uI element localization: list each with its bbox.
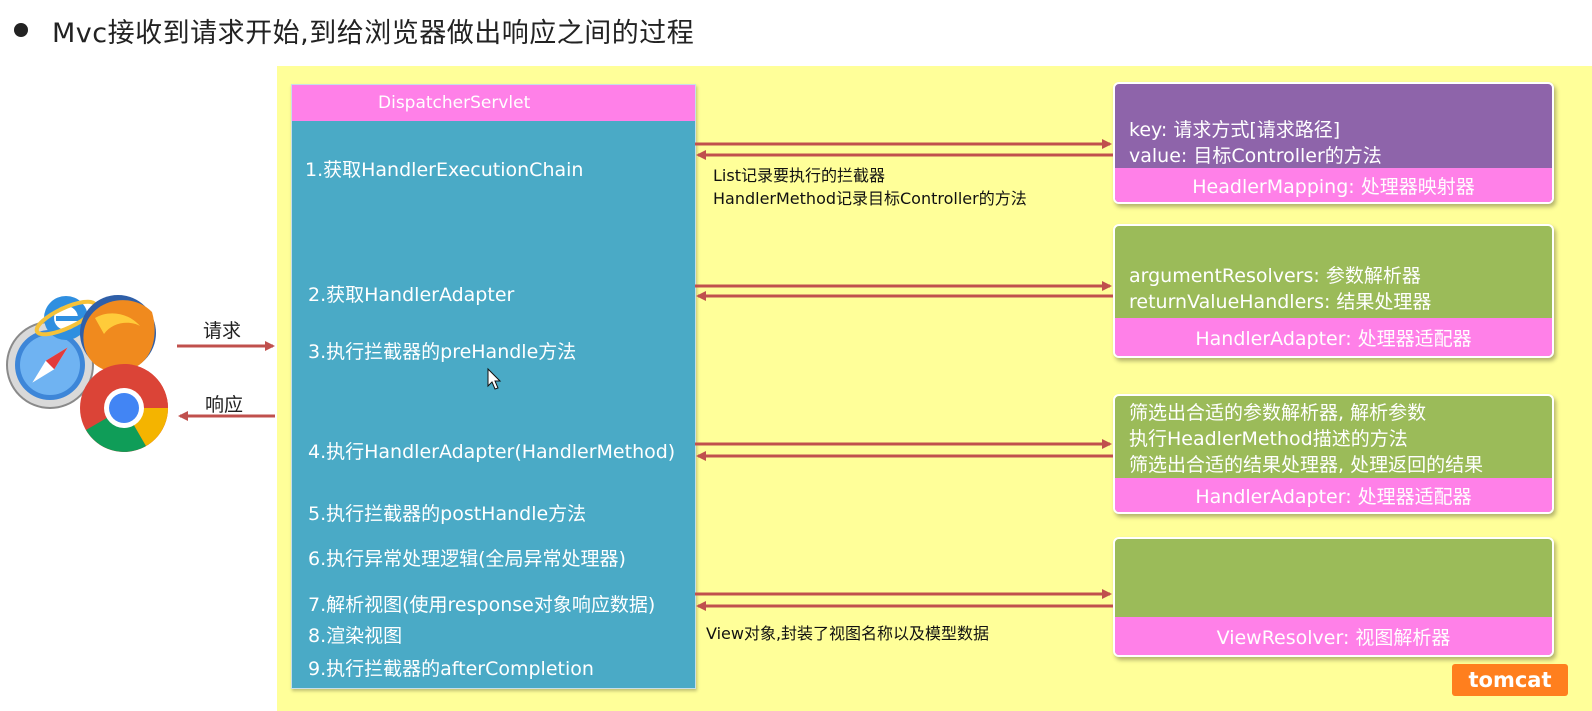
handler-adapter-execute-box: 筛选出合适的参数解析器, 解析参数 执行HeadlerMethod描述的方法 筛… [1113, 394, 1554, 514]
handler-mapping-box: key: 请求方式[请求路径] value: 目标Controller的方法 H… [1113, 82, 1554, 204]
tomcat-watermark: tomcat [1452, 664, 1568, 696]
argument-resolvers-line: argumentResolvers: 参数解析器 [1129, 265, 1421, 287]
chrome-icon [80, 364, 168, 452]
step-8: 8.渲染视图 [308, 625, 403, 647]
chain-note-line-1: List记录要执行的拦截器 [713, 166, 885, 185]
step-4: 4.执行HandlerAdapter(HandlerMethod) [308, 441, 676, 463]
browser-icons [6, 295, 168, 452]
handler-mapping-key: key: 请求方式[请求路径] [1129, 119, 1341, 141]
handler-adapter-label: HandlerAdapter: 处理器适配器 [1115, 318, 1552, 356]
heading-text: Mvc接收到请求开始,到给浏览器做出响应之间的过程 [52, 17, 695, 49]
step-3: 3.执行拦截器的preHandle方法 [308, 341, 577, 363]
handler-mapping-label: HeadlerMapping: 处理器映射器 [1115, 168, 1552, 202]
request-label: 请求 [203, 320, 242, 342]
handler-adapter-execute-label: HandlerAdapter: 处理器适配器 [1115, 478, 1552, 512]
view-resolver-label: ViewResolver: 视图解析器 [1115, 617, 1552, 655]
page-heading: Mvc接收到请求开始,到给浏览器做出响应之间的过程 [14, 10, 694, 50]
safari-icon [6, 321, 94, 409]
step-1: 1.获取HandlerExecutionChain [305, 159, 584, 181]
step-6: 6.执行异常处理逻辑(全局异常处理器) [308, 548, 626, 570]
step-9: 9.执行拦截器的afterCompletion [308, 658, 594, 680]
step-7: 7.解析视图(使用response对象响应数据) [308, 594, 656, 616]
view-note: View对象,封装了视图名称以及模型数据 [706, 624, 990, 643]
execute-line-3: 筛选出合适的结果处理器, 处理返回的结果 [1129, 454, 1484, 476]
chain-note-line-2: HandlerMethod记录目标Controller的方法 [713, 189, 1027, 208]
firefox-icon [80, 295, 156, 372]
handler-adapter-box: argumentResolvers: 参数解析器 returnValueHand… [1113, 224, 1554, 358]
step-2: 2.获取HandlerAdapter [308, 284, 515, 306]
step-5: 5.执行拦截器的postHandle方法 [308, 503, 587, 525]
dispatcher-servlet-title: DispatcherServlet [292, 85, 695, 121]
return-value-handlers-line: returnValueHandlers: 结果处理器 [1129, 291, 1432, 313]
view-resolver-box: ViewResolver: 视图解析器 [1113, 537, 1554, 657]
ie-icon [34, 296, 98, 340]
execute-line-1: 筛选出合适的参数解析器, 解析参数 [1129, 402, 1427, 424]
handler-mapping-value: value: 目标Controller的方法 [1129, 145, 1382, 167]
response-label: 响应 [205, 394, 244, 416]
execute-line-2: 执行HeadlerMethod描述的方法 [1129, 428, 1408, 450]
bullet-icon [14, 23, 28, 37]
